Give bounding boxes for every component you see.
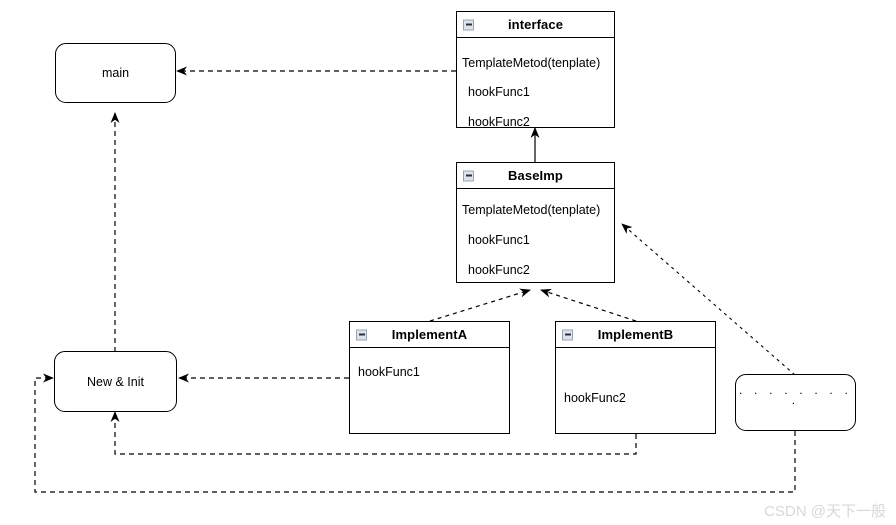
class-interface-title: interface (507, 17, 564, 32)
class-implementb-header: ImplementB (556, 322, 715, 348)
node-more-label: . . . . . . . . . (738, 383, 852, 407)
edge-implementa-to-baseimp (429, 288, 531, 322)
class-interface-member-0: TemplateMetod(tenplate) (462, 56, 601, 70)
class-baseimp-header: BaseImp (457, 163, 614, 189)
watermark: CSDN @天下一般 (764, 503, 886, 520)
collapse-minus-icon[interactable] (463, 170, 474, 181)
class-baseimp-member-2: hookFunc2 (468, 263, 530, 277)
node-main-label: main (101, 66, 130, 80)
edge-more-to-baseimp (621, 223, 796, 376)
class-interface-header: interface (457, 12, 614, 38)
class-baseimp-member-1: hookFunc1 (468, 233, 530, 247)
collapse-minus-icon[interactable] (463, 19, 474, 30)
class-implementb-member-0: hookFunc2 (564, 391, 626, 405)
class-implementb-title: ImplementB (597, 327, 674, 342)
edge-more-to-newinit (34, 373, 796, 493)
class-implementa-title: ImplementA (391, 327, 468, 342)
node-new-init-label: New & Init (87, 374, 144, 389)
class-baseimp[interactable]: BaseImp TemplateMetod(tenplate) hookFunc… (456, 162, 615, 283)
class-implementa[interactable]: ImplementA hookFunc1 (349, 321, 510, 434)
class-baseimp-body: TemplateMetod(tenplate) hookFunc1 hookFu… (457, 189, 614, 282)
collapse-minus-icon[interactable] (356, 329, 367, 340)
node-main[interactable]: main (55, 43, 176, 103)
node-more[interactable]: . . . . . . . . . (735, 374, 856, 431)
class-implementa-header: ImplementA (350, 322, 509, 348)
class-implementa-member-0: hookFunc1 (358, 365, 420, 379)
edge-implementb-to-baseimp (540, 288, 637, 322)
class-baseimp-member-0: TemplateMetod(tenplate) (462, 203, 601, 217)
class-interface-member-1: hookFunc1 (468, 85, 530, 99)
class-interface-member-2: hookFunc2 (468, 115, 530, 129)
edge-implementb-to-newinit (110, 411, 637, 455)
class-implementb-body: hookFunc2 (556, 348, 715, 433)
class-interface[interactable]: interface TemplateMetod(tenplate) hookFu… (456, 11, 615, 129)
class-baseimp-title: BaseImp (508, 168, 563, 183)
collapse-minus-icon[interactable] (562, 329, 573, 340)
node-new-init[interactable]: New & Init (54, 351, 177, 412)
class-implementa-body: hookFunc1 (350, 348, 509, 433)
class-implementb[interactable]: ImplementB hookFunc2 (555, 321, 716, 434)
class-interface-body: TemplateMetod(tenplate) hookFunc1 hookFu… (457, 38, 614, 129)
